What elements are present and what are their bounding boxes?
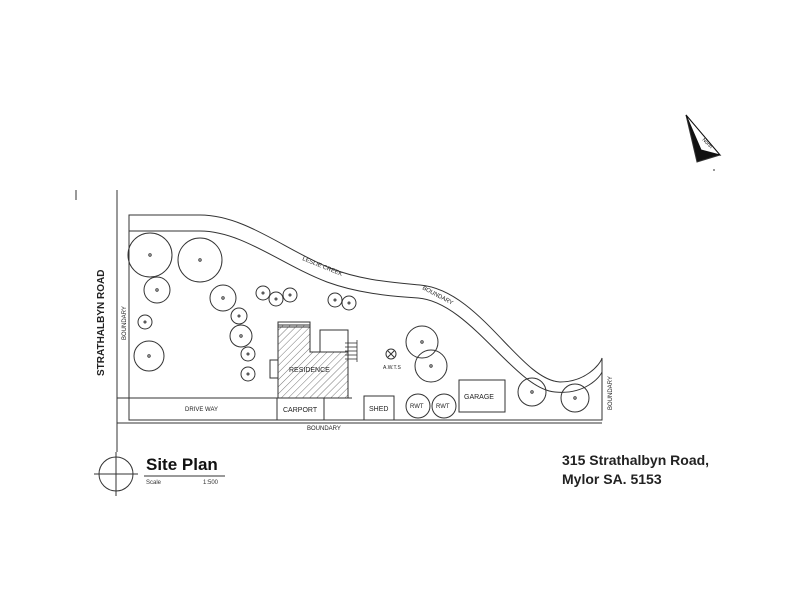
north-arrow-icon: [685, 114, 722, 163]
boundary-left-label: BOUNDARY: [122, 306, 128, 340]
deck: [319, 329, 349, 353]
rwt-tank-2: [431, 393, 457, 419]
scale-value: 1:500: [203, 480, 219, 486]
residence-label: RESIDENCE: [289, 367, 330, 374]
property-outline: [128, 214, 603, 421]
property-boundary: [129, 215, 214, 420]
carport-label: CARPORT: [283, 407, 318, 414]
address-line-1: 315 Strathalbyn Road,: [562, 452, 710, 468]
rwt1-label: RWT: [410, 404, 424, 410]
steps: [345, 340, 358, 362]
creek-label: LESLIE CREEK: [301, 256, 343, 278]
creek-line: [129, 230, 603, 393]
plan-title: Site Plan: [146, 455, 218, 474]
rwt-tank-1: [405, 393, 431, 419]
address-line-2: Mylor SA. 5153: [562, 471, 662, 487]
shed: [363, 395, 395, 421]
rwt2-label: RWT: [436, 404, 450, 410]
garage: [458, 379, 506, 413]
road-label: STRATHALBYN ROAD: [96, 270, 107, 376]
carport: [276, 397, 325, 421]
boundary-bottom-label: BOUNDARY: [307, 426, 341, 432]
boundary-right-label: BOUNDARY: [608, 376, 614, 410]
residence-footprint: [277, 324, 349, 399]
scale-label: Scale: [146, 480, 162, 486]
shed-label: SHED: [369, 406, 388, 413]
crosshair-symbol: [94, 452, 138, 496]
garage-label: GARAGE: [464, 394, 494, 401]
awts-symbol: [385, 348, 397, 360]
trees: [127, 232, 590, 413]
awts-label: A.W.T.S: [383, 365, 401, 371]
driveway-label: DRIVE WAY: [185, 407, 218, 413]
